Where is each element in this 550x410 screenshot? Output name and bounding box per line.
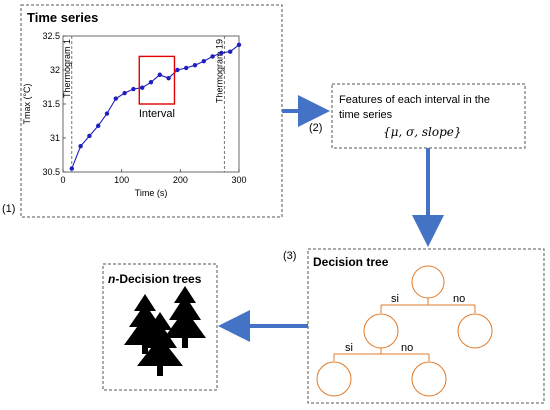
data-point — [157, 72, 162, 77]
features-text-line1: Features of each interval in the — [339, 94, 490, 106]
y-tick-label: 31 — [50, 133, 60, 143]
y-tick-label: 32 — [50, 65, 60, 75]
y-tick-label: 30.5 — [42, 167, 60, 177]
thermogram-1-label: Thermogram 1 — [62, 39, 72, 98]
interval-label: Interval — [139, 108, 175, 120]
decision-tree-title: Decision tree — [313, 255, 389, 269]
x-axis-ticks: 0 100 200 300 — [60, 169, 247, 185]
step-label-1: (1) — [2, 203, 15, 215]
data-point — [104, 111, 110, 116]
x-tick-label: 0 — [60, 175, 65, 185]
x-axis-label: Time (s) — [135, 188, 168, 198]
edge-label-si-2: si — [345, 342, 353, 354]
y-tick-label: 31.5 — [42, 99, 60, 109]
tree-node-left-right — [411, 361, 447, 397]
time-series-panel — [20, 4, 283, 218]
step-label-2: (2) — [309, 122, 322, 134]
interval-box — [138, 55, 176, 105]
data-point — [148, 80, 154, 85]
x-tick-label: 200 — [173, 175, 188, 185]
tree-node-root — [411, 265, 445, 299]
features-panel — [331, 83, 526, 149]
data-point — [228, 49, 233, 54]
thermogram-19-label: Thermogram 19 — [214, 39, 224, 103]
y-tick-label: 32.5 — [42, 31, 60, 41]
features-text-line2: time series — [339, 109, 393, 121]
tree-icon — [124, 286, 206, 376]
data-point — [192, 63, 198, 68]
data-point — [201, 58, 206, 64]
data-point — [78, 143, 83, 149]
data-point — [122, 90, 127, 96]
data-point — [236, 42, 242, 48]
tree-node-left-left — [316, 361, 352, 397]
data-point — [96, 123, 101, 128]
series-points — [69, 42, 242, 171]
data-point — [140, 85, 145, 90]
forest-title: n-Decision trees — [108, 272, 202, 286]
time-series-title: Time series — [27, 10, 98, 25]
data-point — [166, 75, 171, 81]
data-point — [113, 96, 119, 101]
tree-node-right — [457, 313, 493, 349]
data-point — [184, 65, 189, 71]
x-tick-label: 100 — [114, 175, 129, 185]
data-point — [69, 166, 75, 171]
y-axis-label: Tmax (°C) — [22, 83, 32, 124]
y-axis-ticks: 30.5 31 31.5 32 32.5 — [42, 31, 66, 177]
data-point — [131, 86, 136, 92]
features-formula: {μ, σ, slope} — [383, 125, 462, 139]
data-point — [87, 133, 92, 139]
edge-label-si-1: si — [391, 293, 399, 305]
edge-label-no-1: no — [453, 293, 465, 305]
data-point — [219, 50, 224, 56]
data-point — [210, 54, 215, 59]
data-point — [175, 67, 180, 73]
edge-label-no-2: no — [401, 342, 413, 354]
tree-nodes — [316, 265, 493, 397]
x-tick-label: 300 — [231, 175, 246, 185]
tree-node-left — [363, 313, 399, 349]
tree-edges — [333, 298, 476, 361]
step-label-3: (3) — [283, 250, 296, 262]
